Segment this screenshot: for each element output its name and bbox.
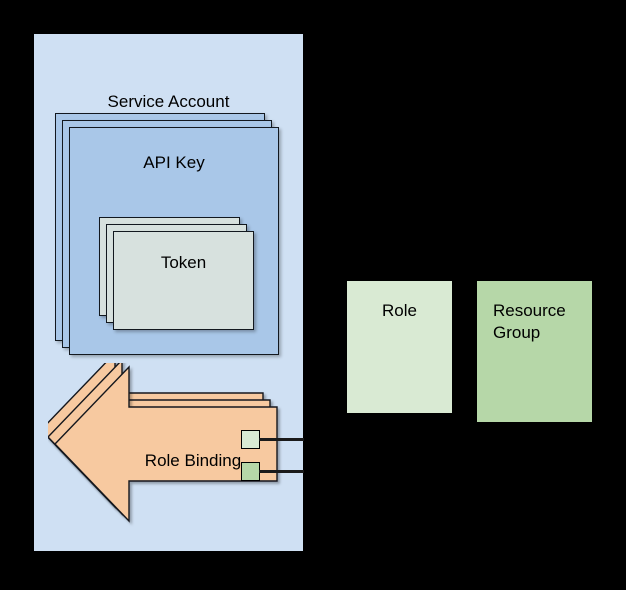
role-binding-label: Role Binding [144,451,242,470]
role-box[interactable] [347,281,452,413]
role-binding-arrow-icon [48,363,278,523]
token-label: Token [160,253,207,272]
service-account-label: Service Account [107,92,230,111]
role-box-label: Role [382,301,417,320]
token-card-front[interactable] [113,231,254,330]
role-port-icon[interactable] [241,430,260,449]
api-key-label: API Key [143,153,205,172]
role-binding-shape[interactable]: Role Binding [48,363,288,541]
connector-role-binding-to-resource-group [259,470,304,473]
resource-group-label-line-2: Group [493,323,541,342]
resource-group-label-line-1: Resource [493,301,566,320]
resource-group-box-label: Resource Group [493,300,588,344]
resource-group-box[interactable] [477,281,592,422]
connector-role-binding-to-role [259,438,304,441]
resource-group-port-icon[interactable] [241,462,260,481]
